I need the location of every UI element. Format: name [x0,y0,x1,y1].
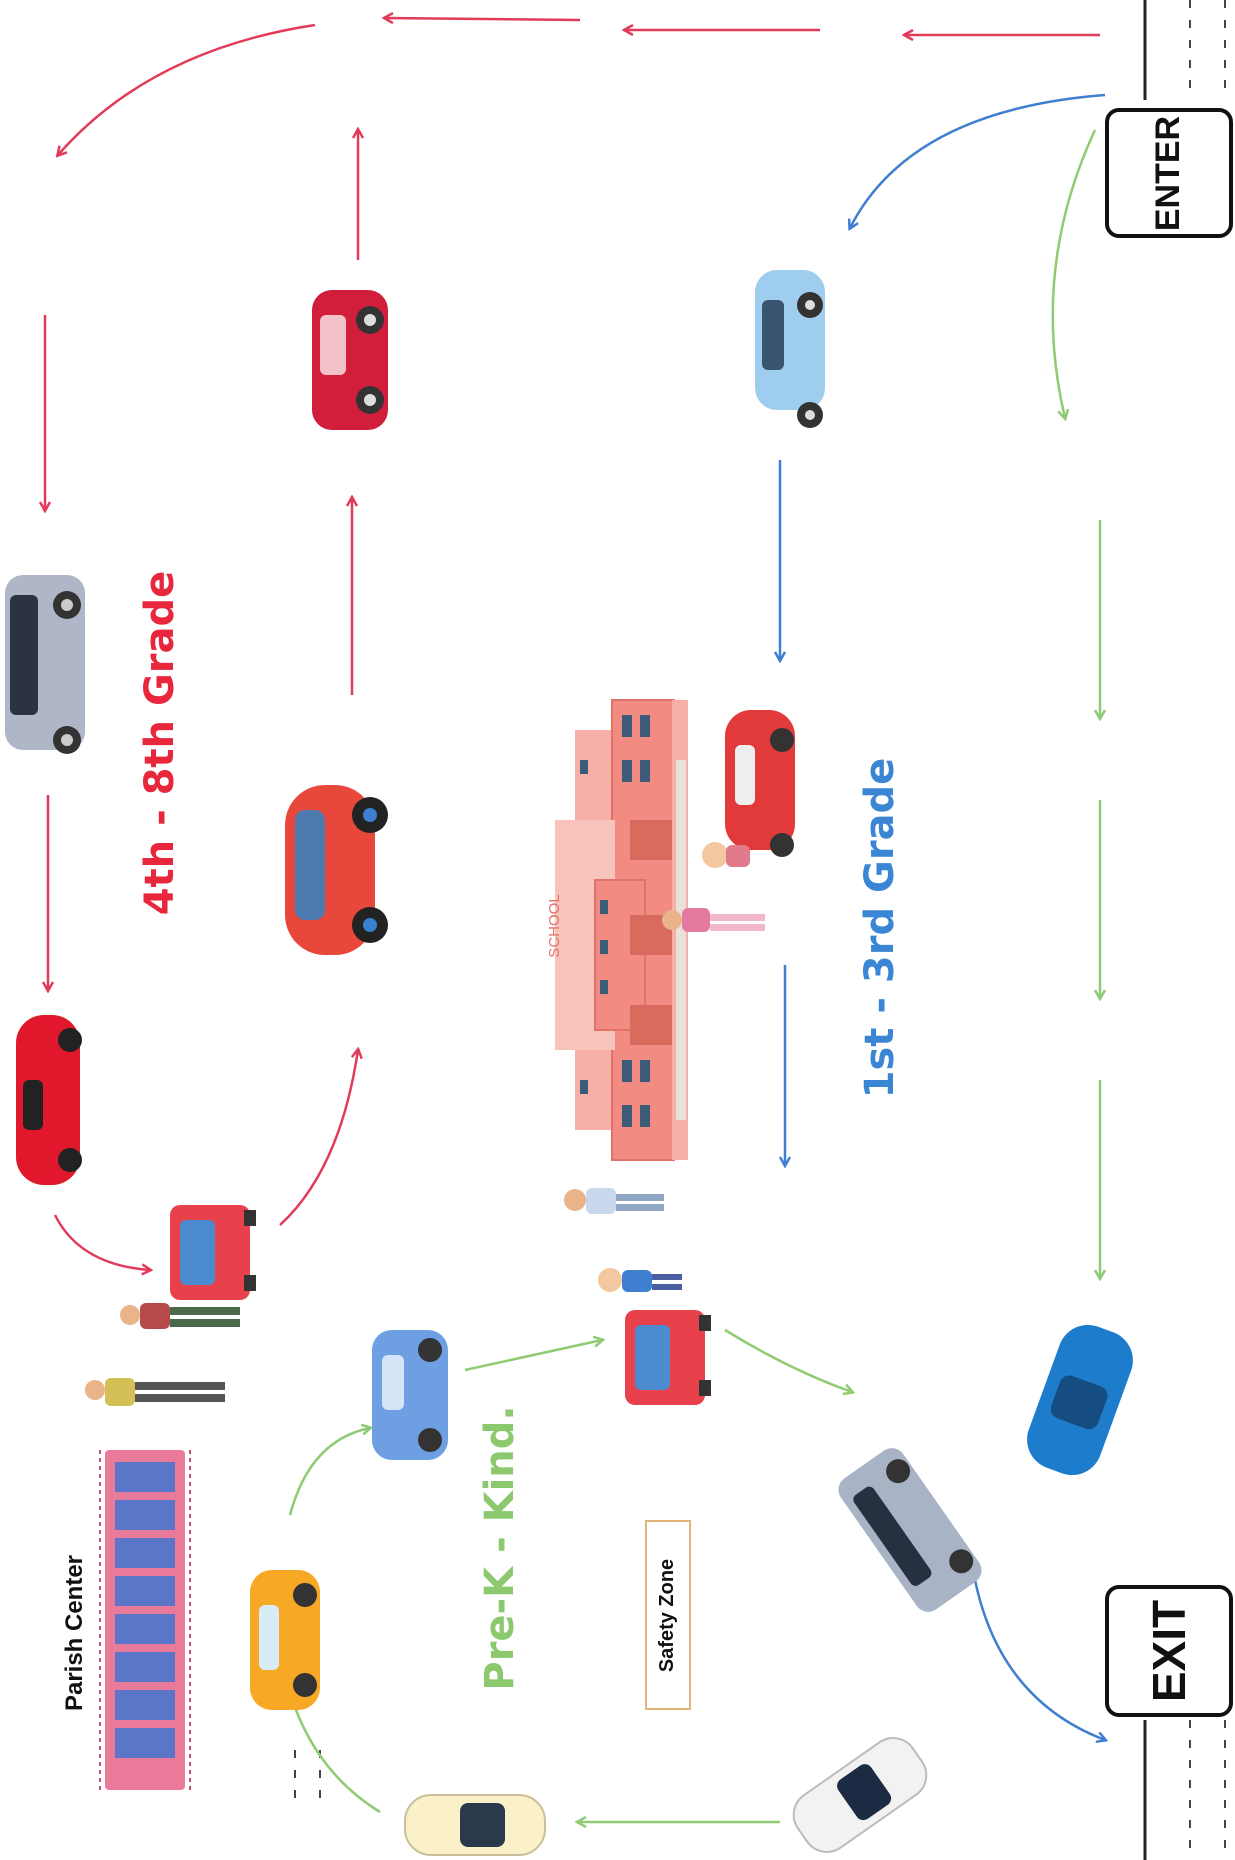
safety-zone-box: Safety Zone [645,1520,691,1710]
car-red-school [725,710,795,857]
car-grey-van [5,575,85,754]
car-yellow-taxi [250,1570,320,1710]
blue-arrow [973,1579,1105,1740]
enter-sign: ENTER [1105,108,1233,238]
lower-grades-label: 1st - 3rd Grade [857,757,903,1099]
car-silver-van [838,1448,982,1612]
safety-zone-label: Safety Zone [656,1558,679,1672]
red-arrow [53,1214,150,1270]
exit-sign: EXIT [1105,1585,1233,1717]
green-arrow [288,1428,370,1516]
upper-grades-label: 4th - 8th Grade [137,570,183,916]
person-child-2 [598,1268,682,1292]
exit-label: EXIT [1143,1599,1195,1703]
green-arrow [724,1328,852,1392]
red-arrow [58,23,316,155]
car-red-sports [16,1015,82,1185]
car-light-blue [755,270,825,428]
person-child-school [702,842,750,868]
people [85,842,765,1406]
car-orange-red [285,785,388,955]
car-cream [404,1794,546,1856]
car-blue-prek [372,1330,448,1460]
prek-label: Pre-K - Kind. [477,1405,523,1691]
parish-center-label: Parish Center [61,1554,88,1712]
person-teacher-school [662,908,765,932]
green-route-arrows [278,129,1100,1822]
parish-center-building [99,1450,191,1790]
cars [5,270,1133,1856]
red-route-arrows [45,18,1100,1270]
green-arrow [1051,129,1097,418]
car-blue-sports [1027,1324,1133,1476]
car-red-front-middle [625,1310,711,1405]
red-arrow [279,1050,358,1226]
person-man [85,1378,225,1406]
enter-label: ENTER [1149,115,1188,231]
car-red [312,290,388,430]
green-arrow [464,1340,602,1372]
car-white [792,1737,928,1853]
blue-route-arrows [780,93,1106,1740]
street-lane-markings [294,0,1226,1860]
person-woman [120,1303,240,1329]
car-red-front [170,1205,256,1300]
red-arrow [385,18,581,20]
school-label: SCHOOL [546,894,563,958]
person-teacher-2 [564,1188,664,1214]
blue-arrow [850,93,1106,228]
school-building [555,699,688,1161]
